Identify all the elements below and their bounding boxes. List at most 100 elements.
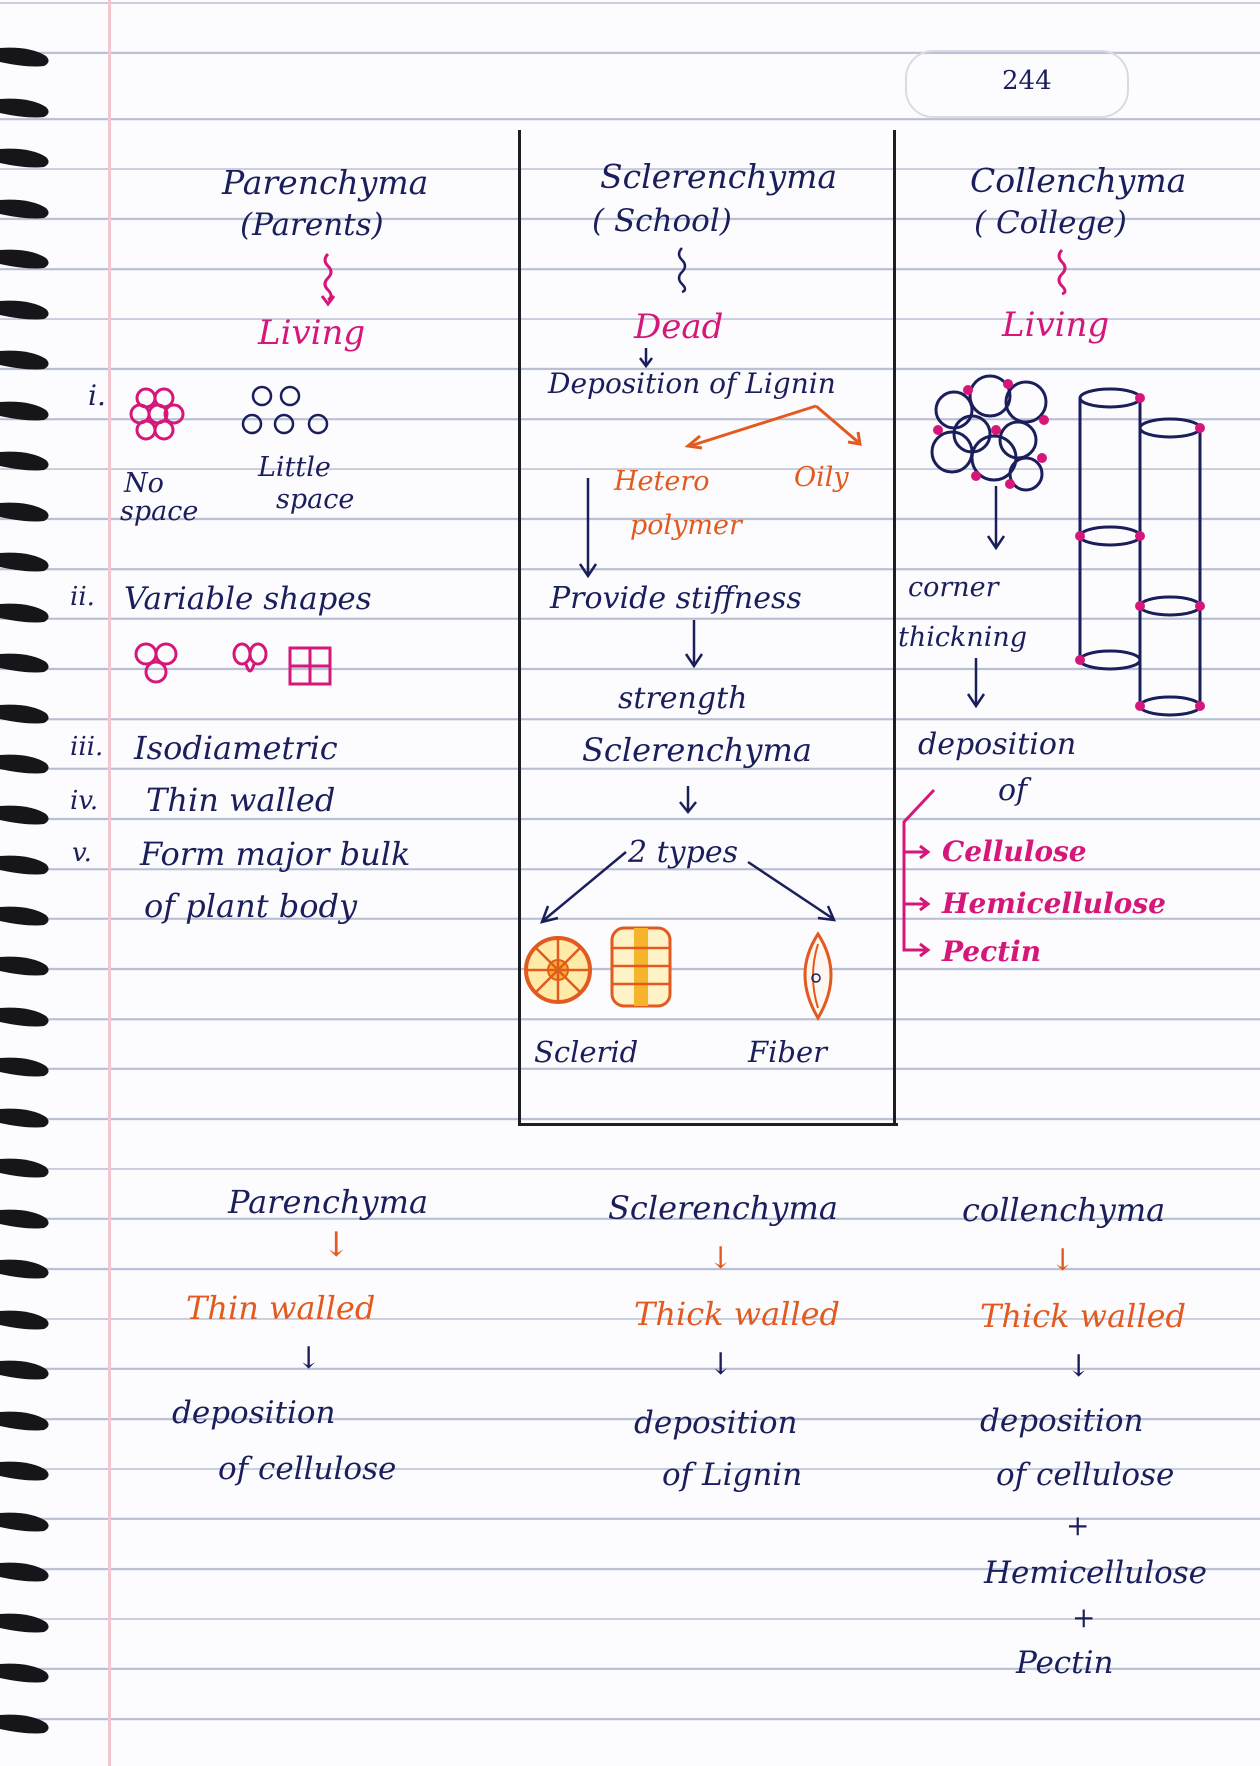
spiral-ring-icon: [0, 249, 49, 269]
sclerenchyma-label: Sclerenchyma: [582, 731, 812, 769]
spiral-ring-icon: [0, 47, 49, 67]
page-number-box: [905, 50, 1129, 118]
long-arrow-icon: [578, 478, 598, 579]
down-arrow-icon: [639, 348, 653, 369]
spiral-ring-icon: [0, 653, 49, 673]
collenchyma-status: Living: [1002, 305, 1110, 345]
sclereid-column-icon: [610, 926, 672, 1008]
collenchyma-cells-icon: [930, 374, 1048, 492]
deposition-label: deposition: [918, 727, 1077, 762]
pectin-item: Pectin: [942, 935, 1042, 968]
roman-numeral: i.: [88, 379, 106, 412]
spiral-ring-icon: [0, 1057, 49, 1077]
spiral-ring-icon: [0, 1562, 49, 1582]
squiggle-icon: [677, 247, 687, 294]
two-types: 2 types: [628, 835, 738, 870]
spiral-ring-icon: [0, 1007, 49, 1026]
deposition-of-lignin: Deposition of Lignin: [548, 367, 836, 400]
plant-body-line: of plant body: [144, 887, 358, 925]
thickning-label: thickning: [898, 622, 1028, 653]
arrow: ↓: [708, 1241, 734, 1276]
no-space-label: space: [120, 496, 199, 527]
little-space-label: space: [276, 484, 355, 515]
arrow: ↓: [322, 1225, 351, 1265]
spiral-ring-icon: [0, 1259, 49, 1279]
spiral-ring-icon: [0, 199, 49, 218]
sclerid-icon: [524, 936, 592, 1004]
roman-numeral: iii.: [70, 732, 104, 762]
arrow: ↓: [1050, 1243, 1076, 1278]
roman-numeral: iv.: [70, 786, 99, 816]
no-space-label: No: [124, 468, 164, 499]
arrowhead-icon: [320, 295, 336, 307]
arrow: ↓: [296, 1341, 322, 1376]
sclerenchyma-title: Sclerenchyma: [600, 157, 838, 196]
summary-parenchyma-line: deposition: [172, 1395, 336, 1431]
summary-parenchyma-wall: Thin walled: [186, 1289, 376, 1327]
spiral-ring-icon: [0, 855, 49, 875]
collenchyma-title: Collenchyma: [970, 161, 1187, 200]
corner-thickening-dots: [933, 379, 1049, 489]
summary-parenchyma: Parenchyma: [228, 1183, 429, 1221]
summary-collenchyma: collenchyma: [962, 1191, 1166, 1229]
spiral-ring-icon: [0, 1310, 49, 1329]
column-divider-2: [893, 130, 896, 1125]
summary-sclerenchyma-line: of Lignin: [662, 1457, 803, 1493]
spiral-ring-icon: [0, 1108, 49, 1127]
summary-collenchyma-line: deposition: [980, 1403, 1144, 1439]
spiral-ring-icon: [0, 98, 49, 117]
table-bottom-border: [518, 1123, 898, 1126]
spiral-ring-icon: [0, 956, 49, 976]
squiggle-icon: [323, 252, 333, 302]
summary-collenchyma-wall: Thick walled: [980, 1297, 1187, 1335]
spiral-ring-icon: [0, 1461, 49, 1481]
spiral-ring-icon: [0, 401, 49, 420]
fiber-label: Fiber: [748, 1035, 827, 1069]
tube-thickening-dots: [1075, 393, 1205, 711]
spiral-ring-icon: [0, 1158, 49, 1178]
spiral-ring-icon: [0, 148, 49, 168]
squiggle-icon: [1057, 248, 1067, 296]
of-label: of: [998, 773, 1028, 808]
type-arrows-icon: [539, 851, 837, 924]
parenchyma-mnemonic: (Parents): [240, 207, 384, 243]
arrow: ↓: [708, 1347, 734, 1382]
variable-shape-icon: [134, 642, 332, 686]
oily-label: Oily: [794, 462, 849, 493]
down-arrow-icon: [679, 620, 704, 815]
spiral-ring-icon: [0, 1360, 49, 1380]
summary-sclerenchyma-wall: Thick walled: [634, 1295, 841, 1333]
isodiametric: Isodiametric: [134, 729, 338, 767]
summary-sclerenchyma: Sclerenchyma: [608, 1189, 838, 1227]
parenchyma-title: Parenchyma: [222, 163, 429, 202]
corner-label: corner: [908, 572, 999, 603]
summary-sclerenchyma-line: deposition: [634, 1405, 798, 1441]
collenchyma-tube-icon: [1078, 387, 1202, 717]
thin-walled: Thin walled: [146, 781, 336, 819]
spiral-ring-icon: [0, 350, 49, 370]
spiral-ring-icon: [0, 300, 49, 319]
summary-collenchyma-line: of cellulose: [996, 1457, 1175, 1493]
sclerenchyma-mnemonic: ( School): [592, 203, 732, 239]
variable-shapes: Variable shapes: [124, 581, 372, 617]
spiral-ring-icon: [0, 1663, 49, 1683]
parenchyma-status: Living: [258, 313, 366, 353]
spiral-ring-icon: [0, 1714, 49, 1733]
plus-sign: +: [1072, 1601, 1096, 1634]
spiral-ring-icon: [0, 906, 49, 925]
major-bulk-line: Form major bulk: [140, 835, 411, 873]
spaced-cells-icon: [241, 385, 329, 435]
plus-sign: +: [1066, 1509, 1090, 1542]
down-arrow-icon: [966, 486, 1006, 709]
spiral-ring-icon: [0, 603, 49, 622]
hetero-label: Hetero: [614, 466, 710, 497]
hemicellulose-item: Hemicellulose: [942, 887, 1166, 920]
spiral-ring-icon: [0, 754, 49, 774]
summary-collenchyma-line: Pectin: [1016, 1645, 1114, 1681]
spiral-ring-icon: [0, 805, 49, 824]
bracket-arrows-icon: [902, 788, 936, 958]
roman-numeral: ii.: [70, 582, 95, 612]
sclerenchyma-status: Dead: [634, 307, 724, 347]
